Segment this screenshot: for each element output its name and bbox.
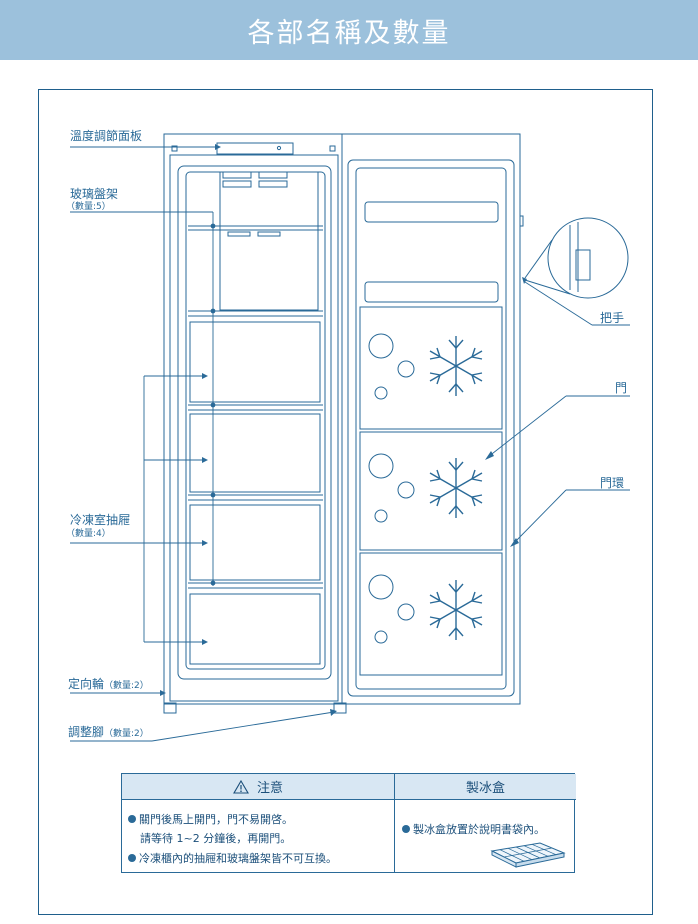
ice-title: 製冰盒 bbox=[465, 781, 505, 796]
freezer-drawer bbox=[189, 413, 321, 493]
magnifier-connector bbox=[524, 239, 553, 279]
caution-text-3: 冷凍櫃內的抽屜和玻璃盤架皆不可互換。 bbox=[139, 852, 337, 865]
door-circle bbox=[368, 333, 394, 359]
magnifier-connector bbox=[524, 279, 571, 295]
ice-header: 製冰盒 bbox=[395, 774, 576, 800]
leader-foot-diagonal bbox=[151, 711, 335, 742]
label-glass-shelf-qty: （數量:5） bbox=[66, 202, 111, 212]
door-hinge bbox=[519, 215, 524, 227]
door-outline bbox=[341, 133, 521, 705]
ice-tray-icon bbox=[490, 842, 566, 868]
leader-door-diagonal bbox=[487, 395, 567, 458]
vent bbox=[222, 171, 252, 179]
warning-triangle-icon bbox=[233, 779, 249, 794]
handle-detail-grip bbox=[575, 249, 591, 281]
label-adjust-foot: 調整腳（數量:2） bbox=[68, 723, 149, 740]
cabinet-liner bbox=[177, 165, 332, 680]
door-bin bbox=[364, 201, 499, 223]
caution-header: 注意 bbox=[122, 774, 394, 800]
door-circle bbox=[397, 481, 415, 499]
door-circle bbox=[368, 453, 394, 479]
panel-screw-right bbox=[329, 145, 336, 152]
door-liner bbox=[355, 167, 507, 690]
freezer-drawer bbox=[189, 504, 321, 581]
vent bbox=[257, 231, 281, 237]
panel-screw-left bbox=[171, 145, 178, 152]
handle-detail-door bbox=[569, 222, 579, 292]
vent bbox=[258, 171, 288, 179]
door-gasket bbox=[347, 159, 515, 697]
caster-wheel bbox=[163, 702, 177, 714]
label-drawer: 冷凍室抽屜 bbox=[70, 513, 131, 527]
label-drawer-qty: （數量:4） bbox=[66, 529, 111, 539]
title-banner: 各部名稱及數量 bbox=[0, 0, 698, 60]
label-door: 門 bbox=[615, 381, 628, 395]
caution-line-2: 請等待 1~2 分鐘後，再開門。 bbox=[140, 832, 292, 845]
caster-qty: （數量:2） bbox=[104, 681, 149, 691]
notes-table: 注意 製冰盒 關門後馬上開門，門不易開啓。 請等待 1~2 分鐘後，再開門。 冷… bbox=[121, 773, 576, 873]
cabinet-outline bbox=[163, 133, 343, 705]
caution-line-1: 關門後馬上開門，門不易開啓。 bbox=[128, 811, 293, 827]
caster-text: 定向輪 bbox=[68, 677, 105, 691]
label-caster: 定向輪（數量:2） bbox=[68, 675, 149, 692]
leader-gasket-diagonal bbox=[512, 489, 567, 545]
label-glass-shelf: 玻璃盤架 bbox=[70, 187, 119, 201]
page-title: 各部名稱及數量 bbox=[247, 17, 451, 49]
ice-text: 製冰盒放置於說明書袋內。 bbox=[413, 823, 545, 836]
door-circle bbox=[374, 630, 388, 644]
vent bbox=[258, 180, 288, 188]
adjust-foot-qty: （數量:2） bbox=[104, 729, 149, 739]
label-handle: 把手 bbox=[600, 311, 625, 325]
door-circle bbox=[374, 509, 388, 523]
snowflake-icon bbox=[429, 336, 483, 640]
caution-line-3: 冷凍櫃內的抽屜和玻璃盤架皆不可互換。 bbox=[128, 850, 337, 866]
door-panel bbox=[359, 431, 503, 551]
door-panel bbox=[359, 306, 503, 430]
vent bbox=[222, 180, 252, 188]
freezer-drawer bbox=[189, 593, 321, 665]
adjust-foot bbox=[333, 702, 347, 714]
door-panel bbox=[359, 552, 503, 676]
vent bbox=[227, 231, 251, 237]
control-panel bbox=[216, 142, 294, 155]
caution-text-1: 關門後馬上開門，門不易開啓。 bbox=[139, 813, 293, 826]
caution-title: 注意 bbox=[256, 781, 283, 796]
content-frame bbox=[38, 89, 653, 915]
door-circle bbox=[397, 603, 415, 621]
door-circle bbox=[397, 360, 415, 378]
label-temp-panel: 溫度調節面板 bbox=[70, 129, 143, 143]
adjust-foot-text: 調整腳 bbox=[68, 725, 105, 739]
control-knob bbox=[276, 145, 282, 151]
ice-line: 製冰盒放置於說明書袋內。 bbox=[402, 821, 545, 837]
door-circle bbox=[374, 386, 388, 400]
handle-detail-magnifier bbox=[547, 217, 629, 299]
freezer-drawer bbox=[189, 321, 321, 403]
leader-handle-diagonal bbox=[524, 281, 593, 326]
door-bin bbox=[364, 281, 499, 303]
notes-divider bbox=[394, 774, 395, 872]
label-gasket: 門環 bbox=[600, 476, 625, 490]
door-circle bbox=[368, 574, 394, 600]
cabinet-inner bbox=[169, 154, 339, 702]
evaporator bbox=[219, 171, 319, 311]
